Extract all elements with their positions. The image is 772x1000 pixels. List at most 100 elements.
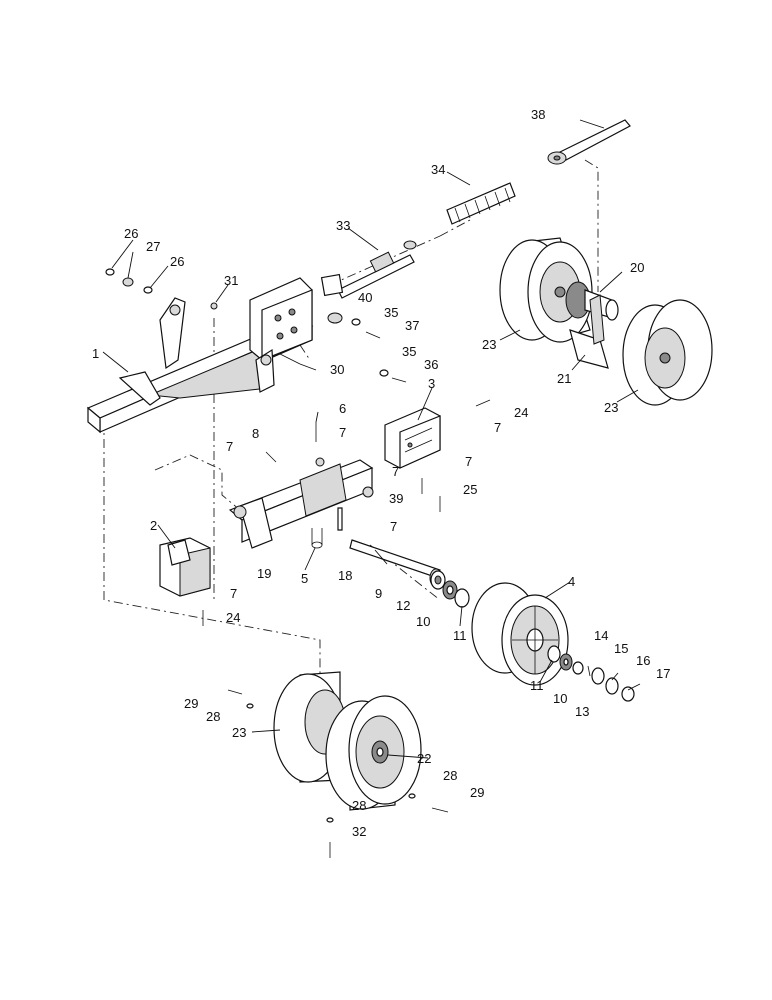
hardware-washer-28-bottom bbox=[326, 817, 334, 823]
callout-24-a: 24 bbox=[514, 405, 528, 420]
part-18-bolt bbox=[337, 507, 343, 531]
callout-30: 30 bbox=[330, 362, 344, 377]
callout-2: 2 bbox=[150, 518, 157, 533]
hardware-bushing-40 bbox=[327, 312, 343, 324]
callout-23-c: 23 bbox=[232, 725, 246, 740]
part-21-spindle-bracket bbox=[569, 294, 609, 369]
callout-37: 37 bbox=[405, 318, 419, 333]
callout-29-b: 29 bbox=[470, 785, 484, 800]
callout-7-d: 7 bbox=[392, 464, 399, 479]
callout-7-e: 7 bbox=[465, 454, 472, 469]
callout-5: 5 bbox=[301, 571, 308, 586]
callout-26-a: 26 bbox=[124, 226, 138, 241]
callout-4: 4 bbox=[568, 574, 575, 589]
callout-28-a: 28 bbox=[206, 709, 220, 724]
part-22-hub-cap bbox=[371, 740, 389, 764]
hardware-nut-26-lower bbox=[143, 286, 153, 294]
hardware-bolt-37 bbox=[365, 331, 381, 339]
part-5-u-bolt bbox=[311, 528, 323, 549]
callout-11-b: 11 bbox=[530, 678, 544, 693]
part-2-mount-block bbox=[159, 537, 211, 597]
callout-32: 32 bbox=[352, 824, 366, 839]
callout-22: 22 bbox=[417, 751, 431, 766]
part-23-wheel-front-right bbox=[622, 299, 713, 406]
callout-20: 20 bbox=[630, 260, 644, 275]
callout-27: 27 bbox=[146, 239, 160, 254]
callout-26-b: 26 bbox=[170, 254, 184, 269]
callout-16: 16 bbox=[636, 653, 650, 668]
hardware-washer-35-top bbox=[351, 318, 361, 326]
callout-12: 12 bbox=[396, 598, 410, 613]
callout-7-c: 7 bbox=[494, 420, 501, 435]
part-12-bearing bbox=[430, 570, 446, 590]
callout-7-b: 7 bbox=[226, 439, 233, 454]
hardware-bolt-8 bbox=[265, 451, 277, 463]
callout-35-b: 35 bbox=[402, 344, 416, 359]
hardware-bolt-36 bbox=[391, 377, 407, 383]
callout-10-a: 10 bbox=[416, 614, 430, 629]
part-4-wheel bbox=[471, 582, 569, 686]
callout-13: 13 bbox=[575, 704, 589, 719]
hardware-washer-35-lower bbox=[379, 369, 389, 377]
part-34-spring bbox=[446, 182, 516, 225]
callout-28-c: 28 bbox=[352, 798, 366, 813]
callout-23-b: 23 bbox=[604, 400, 618, 415]
callout-14: 14 bbox=[594, 628, 608, 643]
part-14-pin bbox=[587, 665, 591, 677]
part-33-adjuster-rod bbox=[320, 240, 417, 299]
callout-40: 40 bbox=[358, 290, 372, 305]
part-11-seal-inner bbox=[454, 588, 470, 608]
callout-7-a: 7 bbox=[339, 425, 346, 440]
callout-8: 8 bbox=[252, 426, 259, 441]
callout-17: 17 bbox=[656, 666, 670, 681]
hardware-bolt-29-left bbox=[227, 689, 243, 695]
part-17-cap bbox=[621, 686, 635, 702]
callout-38: 38 bbox=[531, 107, 545, 122]
callout-19: 19 bbox=[257, 566, 271, 581]
part-9-shaft bbox=[349, 539, 443, 588]
hardware-washer-28-right bbox=[408, 793, 416, 799]
callout-25: 25 bbox=[463, 482, 477, 497]
part-19-axle-beam bbox=[228, 457, 374, 549]
callout-31: 31 bbox=[224, 273, 238, 288]
callout-leaders bbox=[102, 119, 641, 759]
callout-23-a: 23 bbox=[482, 337, 496, 352]
callout-33: 33 bbox=[336, 218, 350, 233]
callout-34: 34 bbox=[431, 162, 445, 177]
part-16-washer bbox=[605, 677, 619, 695]
callout-3: 3 bbox=[428, 376, 435, 391]
hardware-spacer-27 bbox=[122, 277, 134, 287]
callout-29-a: 29 bbox=[184, 696, 198, 711]
part-13-washer bbox=[572, 661, 584, 675]
callout-18: 18 bbox=[338, 568, 352, 583]
hardware-washer-28-left bbox=[246, 703, 254, 709]
callout-28-b: 28 bbox=[443, 768, 457, 783]
part-11-seal-outer bbox=[547, 645, 561, 663]
part-10-bearing-inner bbox=[442, 580, 458, 600]
callout-7-g: 7 bbox=[230, 586, 237, 601]
part-10-bearing-outer bbox=[559, 653, 573, 671]
callout-21: 21 bbox=[557, 371, 571, 386]
callout-35-a: 35 bbox=[384, 305, 398, 320]
callout-9: 9 bbox=[375, 586, 382, 601]
callout-36: 36 bbox=[424, 357, 438, 372]
callout-11-a: 11 bbox=[453, 628, 467, 643]
hardware-bolt-24-top bbox=[475, 399, 491, 407]
callout-7-f: 7 bbox=[390, 519, 397, 534]
part-38-handle bbox=[547, 119, 631, 165]
hardware-nut-26-top bbox=[105, 268, 115, 276]
hardware-bolt-29-right bbox=[431, 807, 449, 813]
callout-1: 1 bbox=[92, 346, 99, 361]
callout-39: 39 bbox=[389, 491, 403, 506]
hardware-nut-31 bbox=[210, 302, 218, 310]
part-3-bracket bbox=[384, 407, 441, 469]
callout-24-b: 24 bbox=[226, 610, 240, 625]
callout-labels: 1 2 3 4 5 6 7 7 7 7 7 7 7 8 9 10 10 11 1… bbox=[92, 107, 670, 839]
part-1-main-frame bbox=[86, 277, 314, 434]
callout-10-b: 10 bbox=[553, 691, 567, 706]
callout-6: 6 bbox=[339, 401, 346, 416]
part-15-ring bbox=[591, 667, 605, 685]
hardware-bolt-30 bbox=[279, 353, 301, 365]
